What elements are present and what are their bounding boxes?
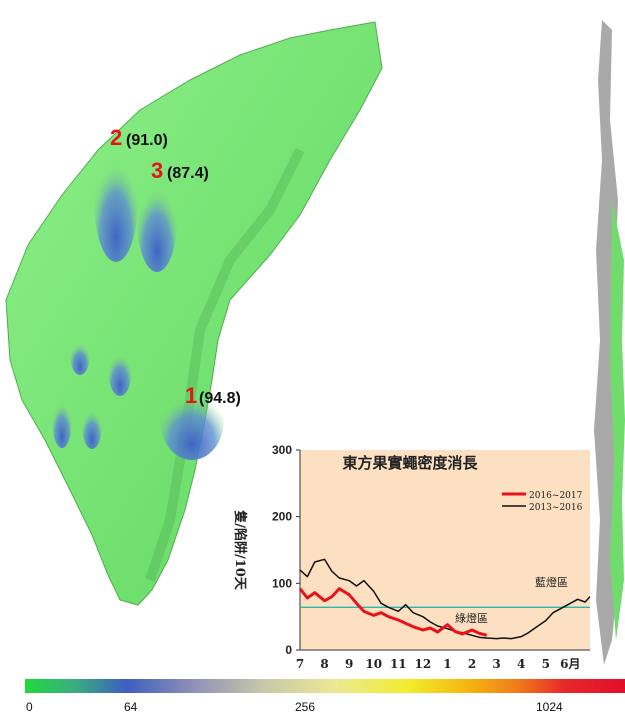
x-tick-label-5: 12 bbox=[415, 657, 432, 671]
chart-title: 東方果實蠅密度消長 bbox=[342, 454, 478, 472]
series-line-2016-2017 bbox=[298, 587, 488, 637]
x-tick-label-11: 6月 bbox=[560, 657, 580, 671]
y-axis-label: 隻/陷阱/10天 bbox=[232, 509, 248, 591]
x-tick-label-8: 3 bbox=[492, 657, 500, 671]
spike-1 bbox=[160, 380, 224, 460]
spike-south-1 bbox=[52, 392, 72, 448]
x-tick-label-10: 5 bbox=[542, 657, 550, 671]
colorbar-tick-256: 256 bbox=[295, 700, 316, 714]
x-tick-label-2: 9 bbox=[345, 657, 353, 671]
spike-south-3 bbox=[108, 344, 132, 396]
annotation-green-zone: 綠燈區 bbox=[455, 611, 488, 625]
peak-3-value: (87.4) bbox=[167, 165, 209, 182]
colorbar-tick-1024: 1024 bbox=[536, 700, 563, 714]
color-scale-bar bbox=[25, 679, 625, 693]
peak-2-rank: 2 bbox=[110, 125, 123, 150]
x-tick-label-4: 11 bbox=[390, 657, 407, 671]
legend-label-2013-2016: 2013~2016 bbox=[529, 503, 583, 513]
peak-1-rank: 1 bbox=[185, 383, 198, 408]
x-tick-label-3: 10 bbox=[365, 657, 382, 671]
x-tick-label-0: 7 bbox=[296, 657, 304, 671]
y-tick-label-1: 100 bbox=[272, 576, 292, 590]
ridge-shading bbox=[145, 147, 305, 582]
side-relief-green bbox=[610, 200, 625, 640]
spike-south-2 bbox=[82, 401, 102, 449]
peak-2-value: (91.0) bbox=[126, 132, 168, 149]
colorbar-tick-0: 0 bbox=[26, 700, 33, 714]
x-tick-label-9: 4 bbox=[517, 657, 525, 671]
peak-3-rank: 3 bbox=[151, 158, 164, 183]
y-tick-label-0: 0 bbox=[285, 643, 292, 657]
series-line-2013-2016 bbox=[299, 558, 591, 640]
legend: 2016~2017 2013~2016 bbox=[502, 491, 583, 513]
spike-2 bbox=[94, 138, 138, 262]
peak-1-value: (94.8) bbox=[199, 390, 241, 407]
annotation-blue-zone: 藍燈區 bbox=[535, 575, 568, 589]
x-tick-label-6: 1 bbox=[443, 657, 451, 671]
x-tick-label-7: 2 bbox=[468, 657, 476, 671]
colorbar-tick-64: 64 bbox=[124, 700, 138, 714]
y-tick-label-2: 200 bbox=[272, 510, 292, 524]
legend-label-2016-2017: 2016~2017 bbox=[529, 491, 583, 501]
plot-background bbox=[300, 450, 590, 650]
spike-3 bbox=[137, 168, 177, 272]
y-tick-label-3: 300 bbox=[272, 443, 292, 457]
taiwan-density-map bbox=[5, 20, 625, 665]
spike-west bbox=[70, 335, 90, 375]
x-tick-label-1: 8 bbox=[320, 657, 328, 671]
